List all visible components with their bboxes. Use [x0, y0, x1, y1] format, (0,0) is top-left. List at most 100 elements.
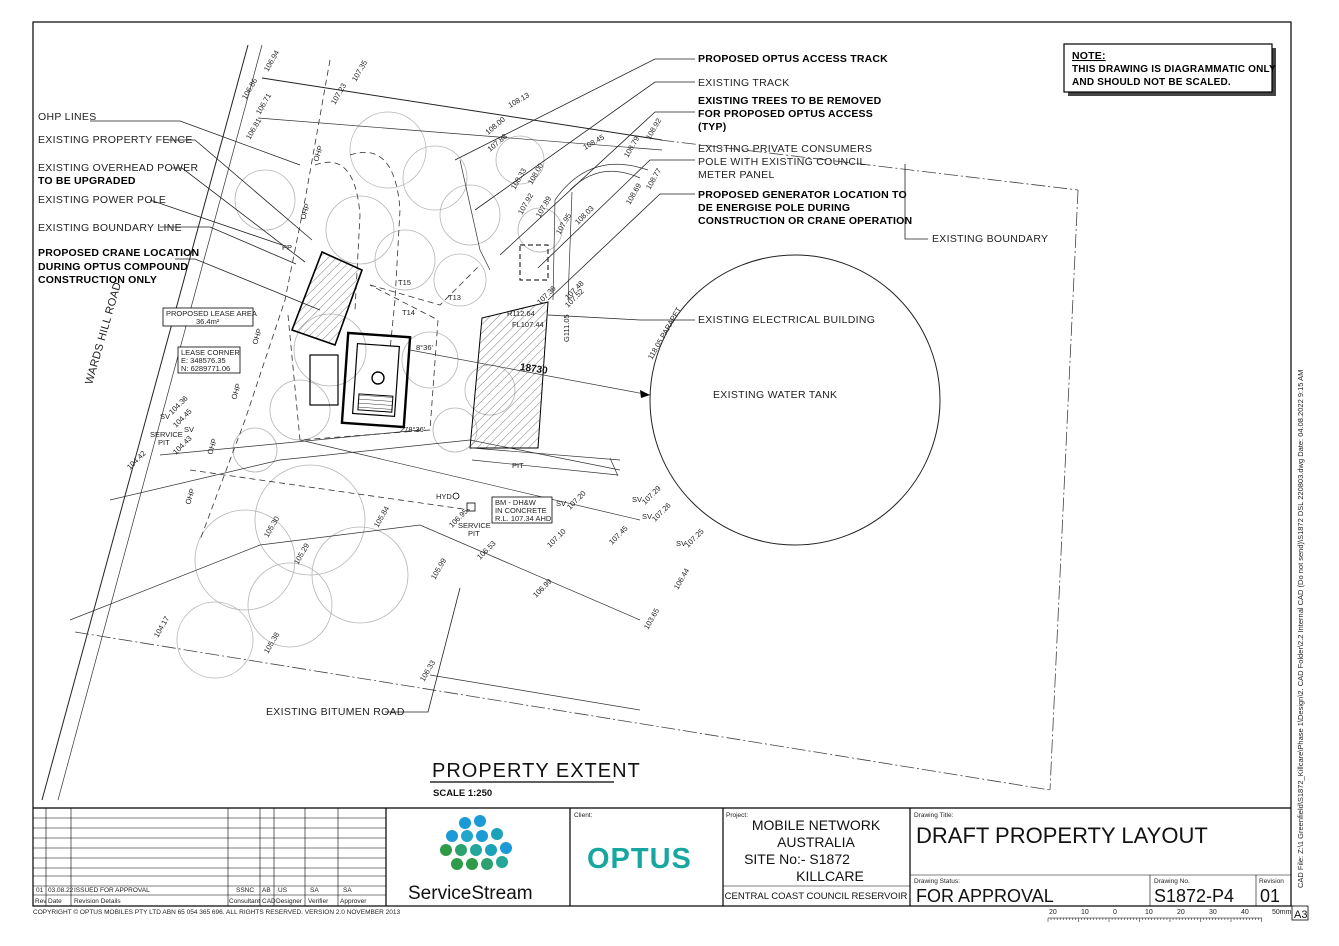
spot-level: 107.92	[516, 192, 535, 216]
drawing-number: S1872-P4	[1154, 886, 1234, 906]
spot-level: 108.00	[526, 162, 545, 186]
tree-t14-label: T14	[402, 308, 415, 317]
survey-valve-6: SV	[676, 539, 686, 548]
callout-generator-3: CONSTRUCTION OR CRANE OPERATION	[698, 215, 912, 227]
bm-box: BM - DH&W IN CONCRETE R.L. 107.34 AHD	[491, 496, 553, 524]
callout-crane-2: DURING OPTUS COMPOUND	[38, 261, 188, 273]
callouts-left: OHP LINES EXISTING PROPERTY FENCE EXISTI…	[38, 111, 199, 286]
service-pit-2-label-2: PIT	[468, 529, 480, 538]
project-reservoir: CENTRAL COAST COUNCIL RESERVOIR	[725, 891, 908, 902]
note-box: NOTE: THIS DRAWING IS DIAGRAMMATIC ONLY …	[1063, 43, 1276, 96]
ground-level-label: G111.05	[562, 314, 571, 342]
electrical-building	[469, 301, 549, 449]
header-cad: CAD	[262, 898, 276, 905]
spot-level: 107.20	[565, 489, 588, 512]
callout-generator-2: DE ENERGISE POLE DURING	[698, 202, 850, 214]
bm-concrete: IN CONCRETE	[495, 506, 547, 515]
callout-trees-3: (TYP)	[698, 121, 726, 133]
note-line-1: THIS DRAWING IS DIAGRAMMATIC ONLY	[1072, 64, 1276, 75]
ohp-label-2: OHP	[298, 202, 312, 220]
callout-trees-1: EXISTING TREES TO BE REMOVED	[698, 95, 882, 107]
ohp-label-5: OHP	[205, 437, 219, 455]
callout-private-pole-3: METER PANEL	[698, 169, 775, 181]
header-details: Revision Details	[74, 898, 121, 905]
callout-power-pole: EXISTING POWER POLE	[38, 194, 166, 206]
callout-trees-2: FOR PROPOSED OPTUS ACCESS	[698, 108, 873, 120]
cad-file-path: CAD File: Z:\1 Greenfield\S1872_Killcare…	[1296, 370, 1305, 888]
callout-existing-boundary: EXISTING BOUNDARY	[932, 233, 1048, 245]
callout-existing-track: EXISTING TRACK	[698, 77, 790, 89]
servicestream-logo: ServiceStream	[408, 815, 533, 904]
spot-level: 105.84	[372, 505, 391, 529]
lease-area-label: PROPOSED LEASE AREA	[166, 309, 257, 318]
ohp-label-4: OHP	[229, 382, 243, 400]
scale-bar-label: 40	[1241, 909, 1249, 916]
spot-level: 108.77	[644, 167, 663, 191]
bearing-label-2: 8°36'	[416, 343, 434, 352]
project-site-no: SITE No:- S1872	[744, 851, 850, 867]
spot-level: 107.45	[607, 524, 630, 547]
drawing-status-label: Drawing Status:	[914, 878, 960, 885]
callout-private-pole-2: POLE WITH EXISTING COUNCIL	[698, 156, 866, 168]
spot-level: 108.92	[644, 117, 663, 141]
spot-level: 107.35	[350, 59, 369, 83]
rev-designer: US	[278, 887, 288, 894]
tree-t15-label: T15	[398, 278, 411, 287]
site-plan: 18730 WARDS HILL ROAD PROPOSED LEASE ARE…	[41, 44, 1079, 801]
bm-label: BM - DH&W	[495, 498, 537, 507]
callout-generator-1: PROPOSED GENERATOR LOCATION TO	[698, 189, 907, 201]
project-location: KILLCARE	[796, 868, 864, 884]
project-line-2: AUSTRALIA	[777, 834, 855, 850]
spot-level: 104.42	[125, 449, 148, 472]
leader-lines	[90, 58, 928, 713]
spot-level: 106.94	[262, 49, 281, 73]
lease-corner-label: LEASE CORNER	[181, 348, 240, 357]
note-line-2: AND SHOULD NOT BE SCALED.	[1072, 77, 1231, 88]
ohp-label-6: OHP	[183, 487, 197, 505]
ohp-label-3: OHP	[250, 327, 264, 345]
note-heading: NOTE:	[1072, 50, 1106, 62]
project-label: Project:	[726, 812, 748, 819]
title-block: 01 03.08.22 ISSUED FOR APPROVAL SSNC AB …	[33, 807, 1291, 906]
property-extent-title: PROPERTY EXTENT SCALE 1:250	[430, 760, 641, 799]
callout-bitumen-road: EXISTING BITUMEN ROAD	[266, 706, 405, 718]
spot-level: 108.45	[582, 132, 606, 151]
service-pit-label-2: PIT	[158, 438, 170, 447]
drawing-status: FOR APPROVAL	[916, 886, 1054, 906]
callout-private-pole-1: EXISTING PRIVATE CONSUMERS	[698, 143, 872, 155]
roof-level-label: R112.64	[507, 309, 535, 318]
survey-valve-4: SV	[632, 495, 642, 504]
callouts-right: PROPOSED OPTUS ACCESS TRACK EXISTING TRA…	[266, 53, 1048, 718]
scale-bar-label: 20	[1049, 909, 1057, 916]
spot-level: 106.81	[244, 117, 263, 141]
revision-label: Revision	[1259, 878, 1284, 885]
rev-approver: SA	[343, 887, 352, 894]
spot-level: 105.99	[429, 557, 448, 581]
bearing-label-1: 278°36'	[400, 425, 426, 434]
bm-level: R.L. 107.34 AHD	[495, 514, 552, 523]
drawing-no-label: Drawing No.	[1154, 878, 1190, 885]
callout-overhead-power: EXISTING OVERHEAD POWER	[38, 162, 198, 174]
callout-electrical-building: EXISTING ELECTRICAL BUILDING	[698, 314, 875, 326]
service-pit-label: SERVICE	[150, 430, 183, 439]
rev-details: ISSUED FOR APPROVAL	[74, 887, 150, 894]
copyright-notice: COPYRIGHT © OPTUS MOBILES PTY LTD ABN 65…	[33, 908, 401, 916]
lease-corner-box: LEASE CORNER E: 348576.35 N: 6289771.06	[177, 346, 241, 374]
spot-level: 107.23	[329, 82, 348, 106]
header-date: Date	[48, 898, 62, 905]
lease-area-value: 36.4m²	[196, 317, 220, 326]
spot-level: 105.38	[262, 631, 281, 655]
callout-overhead-power-upgrade: TO BE UPGRADED	[38, 175, 136, 187]
header-verifier: Verifier	[308, 898, 329, 905]
spot-level: 107.25	[683, 527, 706, 550]
scale-bar-label: 10	[1145, 909, 1153, 916]
survey-valve-1: SV	[160, 412, 170, 421]
scale-bar-label: 10	[1081, 909, 1089, 916]
spot-level: 106.44	[672, 567, 691, 591]
power-pole-label: PP	[282, 243, 292, 252]
callout-ohp-lines: OHP LINES	[38, 111, 97, 123]
header-consultant: Consultant	[229, 898, 260, 905]
property-extent-heading: PROPERTY EXTENT	[432, 760, 641, 782]
scale-bar-label: 50mm	[1272, 909, 1292, 916]
